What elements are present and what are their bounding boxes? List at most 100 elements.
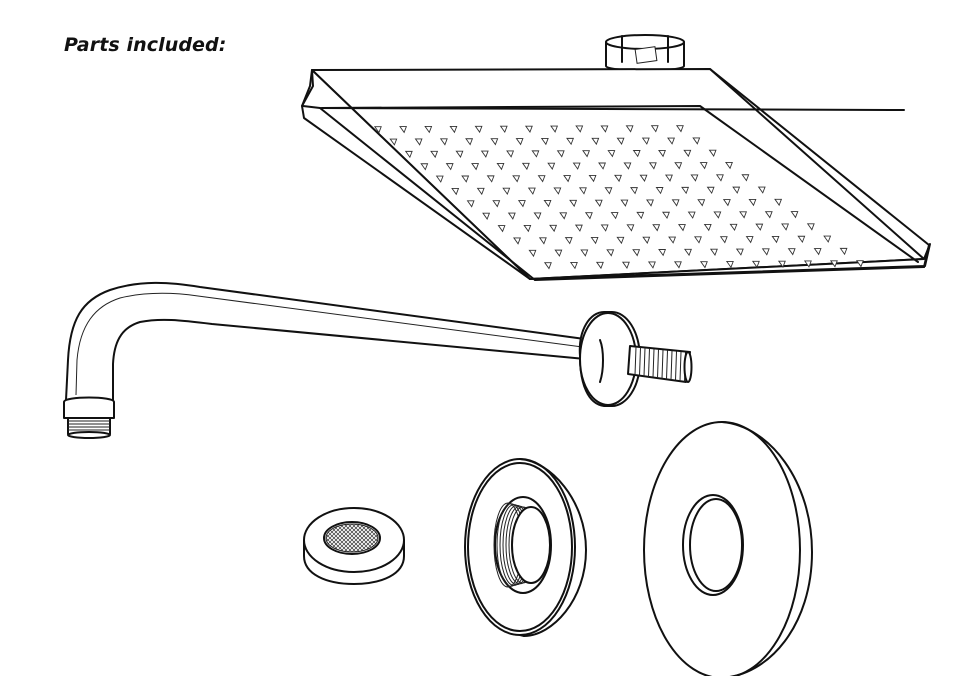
thread-line [648,348,650,377]
nozzle [496,162,505,171]
nozzle [584,212,593,220]
nozzle [673,261,682,269]
nozzle [594,199,603,207]
nozzle [722,199,731,207]
nozzle [588,174,597,183]
nozzle [439,138,448,146]
nozzle [414,138,423,146]
nozzle [655,187,664,195]
nozzle [706,186,715,195]
nozzle [420,163,429,171]
nozzle [675,125,684,133]
nozzle [757,186,766,194]
nozzle [527,187,536,195]
nozzle [399,126,408,134]
nozzle [732,186,741,194]
nozzle [787,248,796,256]
nozzle [521,162,530,171]
nozzle [574,224,583,232]
nozzle [774,198,783,207]
nozzle [461,175,470,183]
thread-line [670,350,673,380]
nozzle [554,249,563,257]
nozzle [715,174,724,182]
nozzle [492,200,501,208]
nozzle [564,237,573,245]
nozzle [502,187,511,196]
nozzle [741,174,750,182]
nozzle [616,137,625,145]
nozzle [713,211,722,219]
nozzle [748,198,757,207]
wall-flange-plate-icon [643,421,813,676]
thread-line [675,351,677,381]
nozzle [497,225,506,233]
nozzle [563,175,572,183]
nozzle [813,248,822,256]
nozzle [543,262,552,270]
nozzle [598,162,606,170]
nozzle [549,224,558,233]
nozzle [681,186,690,195]
nozzle [761,248,770,256]
nozzle [690,174,699,182]
nozzle [517,200,526,208]
nozzle [389,138,398,146]
nozzle [404,150,413,159]
nozzle [580,249,589,257]
nozzle [683,149,692,158]
nozzle [474,125,483,134]
nozzle [764,211,773,219]
nozzle [556,150,565,158]
nozzle [646,199,654,207]
nozzle [524,125,533,133]
nozzle [515,138,524,146]
nozzle [569,199,578,208]
nozzle [578,187,587,195]
nozzle [777,260,786,268]
nozzle [543,199,552,208]
nozzle [699,261,708,269]
nozzle [630,187,638,195]
nozzle [829,260,838,268]
shower-head-icon [301,34,931,281]
nozzle [823,235,832,243]
nozzle [684,248,692,257]
nozzle [466,200,475,208]
nozzle [648,162,657,170]
mesh-filter-washer-icon [303,507,405,585]
nozzle [482,212,491,220]
nozzle [725,162,733,170]
nozzle [667,137,675,145]
nozzle [703,223,712,232]
nozzle [538,237,547,245]
nozzle [616,236,625,245]
nozzle [575,125,584,133]
nozzle [709,248,718,256]
nozzle [490,138,499,146]
nozzle [677,224,686,232]
nozzle [839,247,848,256]
arm-thread [634,346,686,382]
nozzle [476,187,485,196]
nozzle [647,261,656,269]
nozzle [641,137,650,145]
nozzle [550,125,559,133]
nozzle-grid [373,125,864,270]
nozzle [424,126,433,134]
nozzle [607,150,616,158]
nozzle [639,174,648,182]
nozzle [623,162,632,170]
nozzle [373,126,382,134]
nozzle [797,235,806,244]
thread-line [661,349,664,379]
nozzle [513,237,521,245]
nozzle [430,150,439,159]
nozzle [781,223,789,231]
parts-heading: Parts included: [64,34,227,56]
nozzle [661,211,670,220]
nozzle [739,211,748,219]
nozzle [540,138,549,146]
nozzle [625,125,634,133]
